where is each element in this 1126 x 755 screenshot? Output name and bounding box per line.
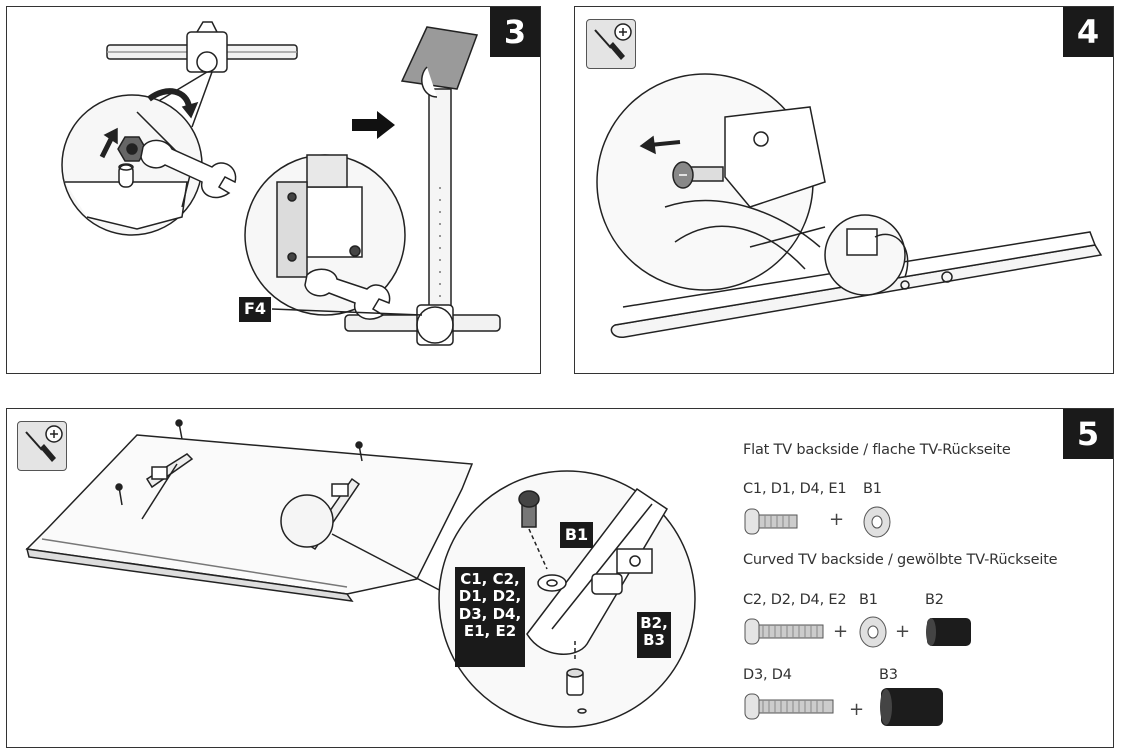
- step-5-illustration: [25, 419, 696, 728]
- short-screw-icon: [744, 508, 798, 535]
- long-screws-label: D3, D4: [743, 667, 792, 683]
- step-3-panel: 3: [6, 6, 541, 374]
- plus-sign: +: [833, 621, 849, 642]
- spacer-b3-icon: [880, 688, 943, 726]
- curved-spacer-label: B2: [925, 592, 944, 608]
- long-screw-icon: [744, 693, 834, 720]
- callout-b2-b3: B2, B3: [637, 612, 671, 658]
- step-number-4: 4: [1063, 7, 1113, 57]
- flat-washer-label: B1: [863, 481, 882, 497]
- curved-screws-label: C2, D2, D4, E2: [743, 592, 847, 608]
- spacer-b2-icon: [926, 618, 971, 646]
- curved-washer-label: B1: [859, 592, 878, 608]
- plus-sign: +: [849, 699, 865, 720]
- long-spacer-label: B3: [879, 667, 898, 683]
- step-4-illustration: [596, 73, 1103, 338]
- flat-screws-label: C1, D1, D4, E1: [743, 481, 847, 497]
- step-number-3: 3: [490, 7, 540, 57]
- washer-icon: [859, 616, 887, 648]
- step-5-panel: 5: [6, 408, 1114, 748]
- screwdriver-icon: [586, 19, 636, 69]
- flat-tv-title: Flat TV backside / flache TV-Rückseite: [743, 442, 1011, 458]
- step-number-5: 5: [1063, 409, 1113, 459]
- callout-b1: B1: [560, 522, 593, 548]
- plus-sign: +: [829, 509, 845, 530]
- label-f4: F4: [239, 297, 271, 322]
- phillips-head-icon: [594, 23, 632, 60]
- step-3-illustration: [61, 21, 501, 346]
- medium-screw-icon: [744, 618, 824, 645]
- plus-sign: +: [895, 621, 911, 642]
- washer-icon: [863, 506, 891, 538]
- curved-tv-title: Curved TV backside / gewölbte TV-Rücksei…: [743, 552, 1058, 568]
- phillips-head-icon: [25, 425, 63, 462]
- step-4-panel: 4: [574, 6, 1114, 374]
- callout-screws: C1, C2, D1, D2, D3, D4, E1, E2: [455, 567, 525, 667]
- screwdriver-icon: [17, 421, 67, 471]
